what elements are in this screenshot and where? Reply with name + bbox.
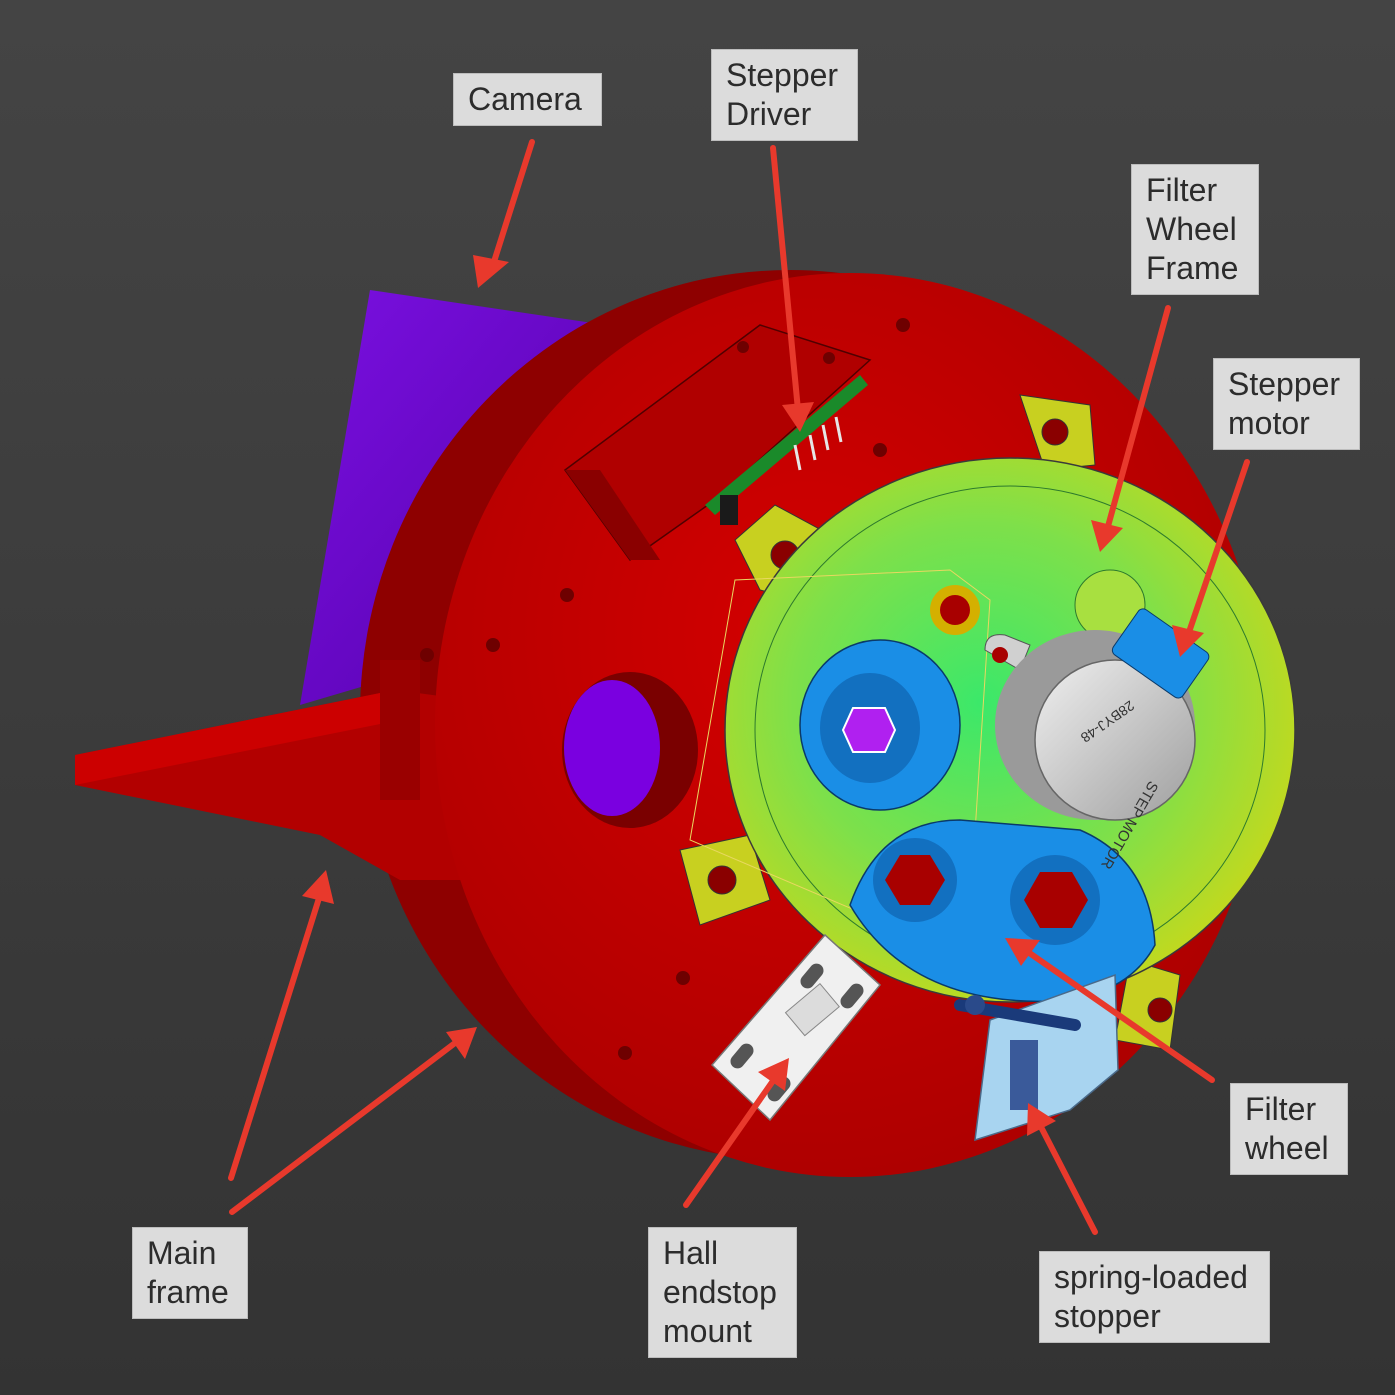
label-spring-loaded-stopper-line-1: spring-loaded (1054, 1259, 1248, 1295)
label-filter-wheel-frame-line-1: Filter (1146, 172, 1218, 208)
label-main-frame-line-1: Main (147, 1235, 217, 1271)
arrow-filter-wheel (1005, 938, 1215, 1083)
label-hall-endstop-mount-line-3: mount (663, 1313, 752, 1349)
arrow-stepper-driver (770, 145, 814, 432)
arrow-main-frame-disc (229, 1027, 477, 1215)
label-stepper-driver: Stepper Driver (711, 49, 858, 141)
label-filter-wheel-frame-line-2: Wheel (1146, 211, 1237, 247)
label-filter-wheel: Filter wheel (1230, 1083, 1348, 1175)
label-main-frame-line-2: frame (147, 1274, 229, 1310)
label-stepper-driver-line-2: Driver (726, 96, 812, 132)
hall-endstop-mount (710, 933, 882, 1122)
label-stepper-driver-line-1: Stepper (726, 57, 839, 93)
arrow-main-frame-cone (228, 870, 334, 1181)
spring-loaded-stopper (954, 973, 1119, 1142)
label-hall-endstop-mount-line-2: endstop (663, 1274, 777, 1310)
arrow-camera (473, 139, 535, 288)
label-spring-loaded-stopper: spring-loaded stopper (1039, 1251, 1270, 1343)
label-filter-wheel-line-2: wheel (1245, 1130, 1329, 1166)
stepper-motor: 28BYJ-48 STEP MOTOR (984, 608, 1210, 872)
label-stepper-motor-line-1: Stepper (1228, 366, 1341, 402)
label-stepper-motor: Stepper motor (1213, 358, 1360, 450)
arrow-filter-wheel-frame (1091, 305, 1171, 552)
label-stepper-motor-line-2: motor (1228, 405, 1310, 441)
arrow-stepper-motor (1172, 459, 1250, 657)
label-filter-wheel-line-1: Filter (1245, 1091, 1317, 1127)
label-hall-endstop-mount-line-1: Hall (663, 1235, 719, 1271)
arrow-hall-endstop-mount (683, 1058, 789, 1208)
label-camera: Camera (453, 73, 602, 126)
label-main-frame: Main frame (132, 1227, 248, 1319)
filter-wheel (799, 639, 1156, 1003)
label-spring-loaded-stopper-line-2: stopper (1054, 1298, 1161, 1334)
pointer-arrows (228, 139, 1250, 1235)
label-filter-wheel-frame: Filter Wheel Frame (1131, 164, 1259, 295)
label-camera-line-1: Camera (468, 81, 582, 117)
label-hall-endstop-mount: Hall endstop mount (648, 1227, 797, 1358)
label-filter-wheel-frame-line-3: Frame (1146, 250, 1239, 286)
arrow-spring-loaded-stopper (1027, 1103, 1098, 1235)
